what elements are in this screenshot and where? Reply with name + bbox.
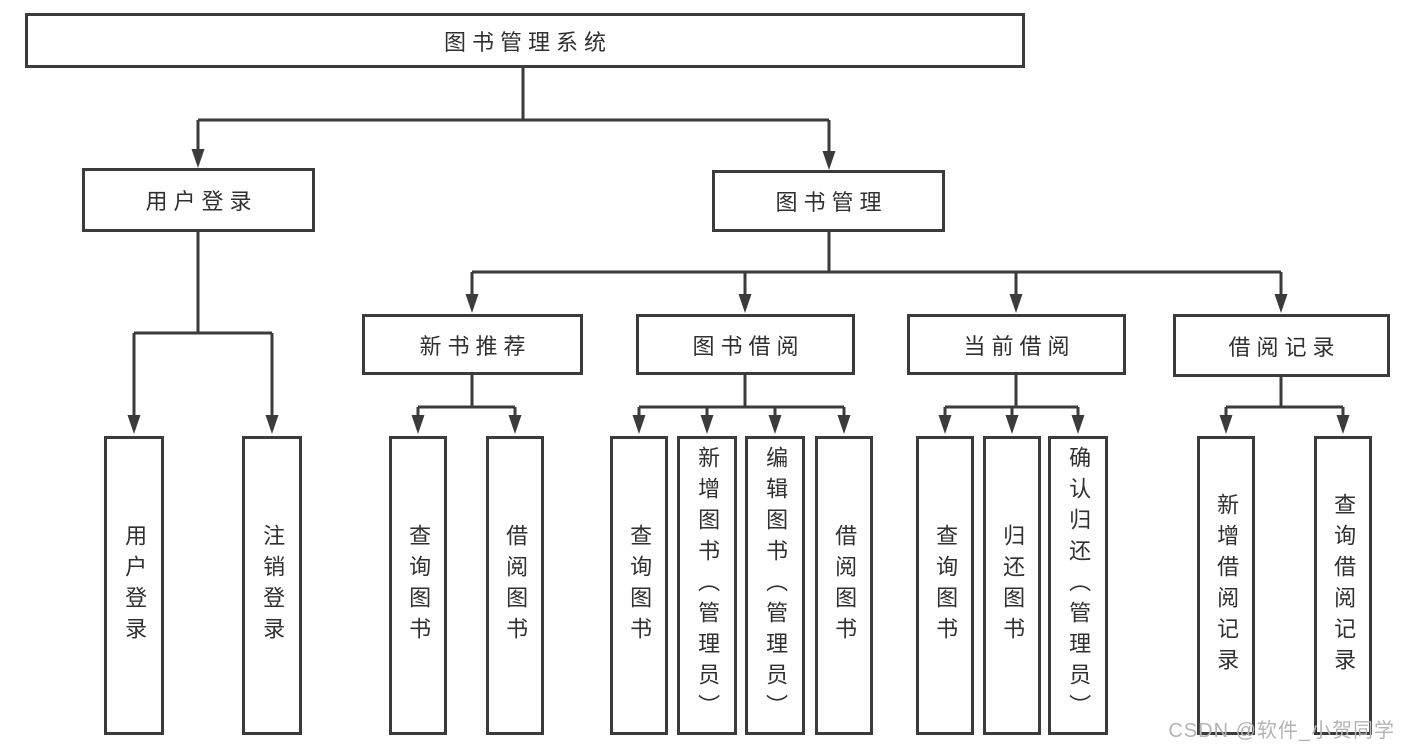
node-current-borrow-label: 当前借阅 <box>963 333 1076 359</box>
leaf-current-return-label: 归还图书 <box>1000 523 1026 648</box>
leaf-newbook-query-label: 查询图书 <box>406 523 432 648</box>
arrowheads <box>127 149 1350 434</box>
leaf-borrow-edit: 编辑图书（管理员） <box>745 436 805 735</box>
leaf-records-query-label: 查询借阅记录 <box>1331 492 1357 679</box>
leaf-user-login-label: 用户登录 <box>122 523 148 648</box>
node-book-borrow: 图书借阅 <box>636 314 855 375</box>
node-user-login-label: 用户登录 <box>145 189 258 214</box>
node-root: 图书管理系统 <box>25 13 1025 68</box>
leaf-current-confirm: 确认归还（管理员） <box>1048 436 1108 735</box>
leaf-current-query-label: 查询图书 <box>933 523 959 648</box>
leaf-borrow-add-label: 新增图书（管理员） <box>695 446 721 725</box>
leaf-borrow-borrow: 借阅图书 <box>815 436 873 735</box>
leaf-newbook-borrow-label: 借阅图书 <box>503 523 529 648</box>
leaf-borrow-edit-label: 编辑图书（管理员） <box>763 446 789 725</box>
connector-root <box>196 68 831 153</box>
leaf-borrow-query: 查询图书 <box>610 436 668 735</box>
node-root-label: 图书管理系统 <box>443 29 612 55</box>
node-book-management-label: 图书管理 <box>775 190 888 215</box>
connector-book-management <box>470 232 1283 296</box>
node-current-borrow: 当前借阅 <box>907 314 1126 375</box>
leaf-records-add-label: 新增借阅记录 <box>1214 492 1240 679</box>
leaf-current-return: 归还图书 <box>983 436 1041 735</box>
node-new-book: 新书推荐 <box>362 314 583 375</box>
leaf-borrow-query-label: 查询图书 <box>627 523 653 648</box>
node-borrow-records-label: 借阅记录 <box>1228 334 1341 360</box>
node-new-book-label: 新书推荐 <box>419 333 532 359</box>
leaf-user-login: 用户登录 <box>104 436 164 735</box>
node-user-login: 用户登录 <box>82 168 315 232</box>
node-book-management: 图书管理 <box>712 170 945 232</box>
leaf-newbook-query: 查询图书 <box>389 436 447 735</box>
leaf-current-query: 查询图书 <box>916 436 974 735</box>
leaf-records-add: 新增借阅记录 <box>1197 436 1255 735</box>
leaf-newbook-borrow: 借阅图书 <box>486 436 544 735</box>
leaf-borrow-add: 新增图书（管理员） <box>677 436 737 735</box>
connector-new-book <box>416 375 517 417</box>
connector-user-login <box>132 232 274 417</box>
leaf-logout: 注销登录 <box>242 436 302 735</box>
node-borrow-records: 借阅记录 <box>1173 314 1390 377</box>
connector-book-borrow <box>637 375 846 417</box>
connector-current-borrow <box>943 375 1080 417</box>
node-book-borrow-label: 图书借阅 <box>692 333 805 359</box>
leaf-logout-label: 注销登录 <box>260 523 286 648</box>
leaf-records-query: 查询借阅记录 <box>1314 436 1372 735</box>
leaf-current-confirm-label: 确认归还（管理员） <box>1066 446 1092 725</box>
leaf-borrow-borrow-label: 借阅图书 <box>832 523 858 648</box>
csdn-watermark: CSDN @软件_小贺同学 <box>1168 720 1395 742</box>
connector-borrow-records <box>1224 375 1345 417</box>
